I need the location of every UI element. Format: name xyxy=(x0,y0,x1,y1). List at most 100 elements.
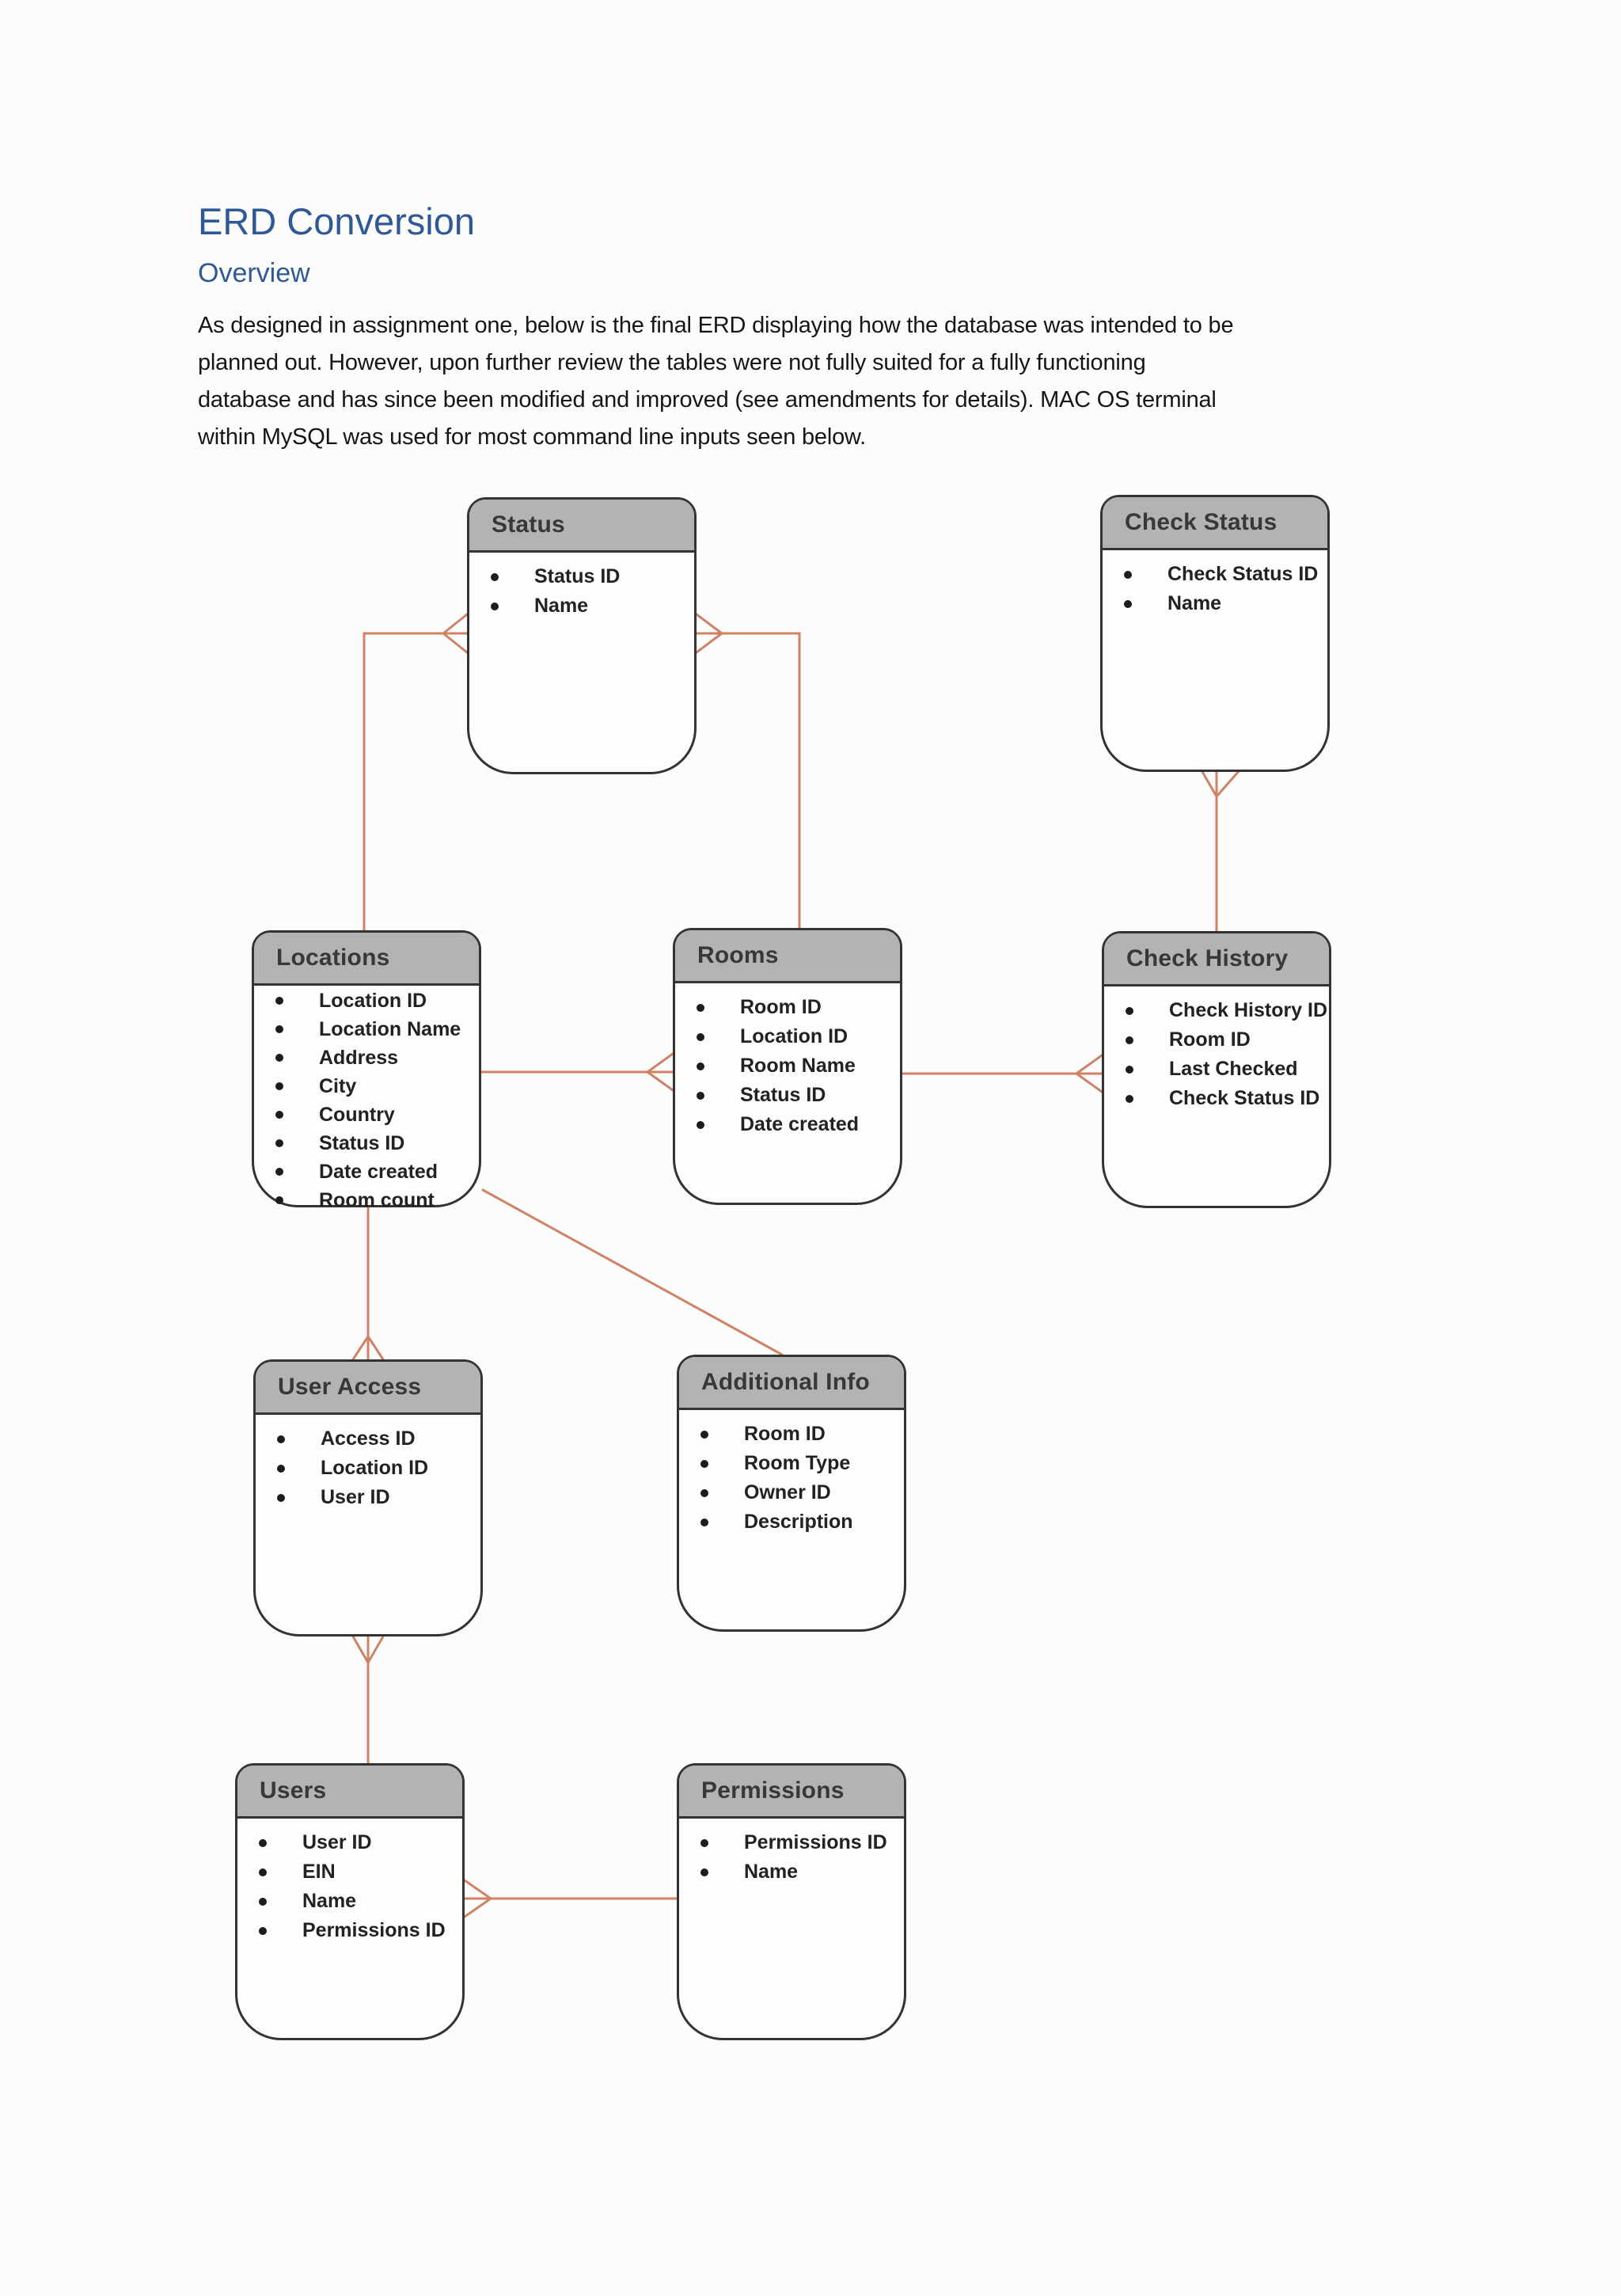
bullet-icon xyxy=(491,602,499,610)
entity-field: Check Status ID xyxy=(1124,560,1321,589)
connector-rooms-checkhistory xyxy=(901,1054,1103,1093)
bullet-icon xyxy=(700,1518,708,1526)
entity-title-check-status: Check Status xyxy=(1125,509,1277,535)
field-label: User ID xyxy=(302,1831,372,1853)
entity-field: Owner ID xyxy=(700,1478,898,1507)
crowfoot-useraccess-bottom-icon xyxy=(351,1635,385,1664)
entity-field: Room count xyxy=(275,1186,473,1215)
crowfoot-status-right-icon xyxy=(695,613,723,654)
entity-field: City xyxy=(275,1072,473,1100)
field-label: Room count xyxy=(319,1189,435,1211)
field-label: Description xyxy=(744,1511,853,1533)
entity-field: Status ID xyxy=(697,1081,894,1110)
crowfoot-rooms-left-icon xyxy=(646,1052,674,1092)
bullet-icon xyxy=(275,1025,283,1033)
entity-fields-permissions: Permissions ID Name xyxy=(679,1819,904,1887)
field-label: Name xyxy=(302,1890,357,1912)
entity-field: Status ID xyxy=(491,562,688,591)
entity-title-additional-info: Additional Info xyxy=(701,1369,870,1395)
entity-header-users: Users xyxy=(237,1766,462,1819)
field-label: Location ID xyxy=(321,1457,429,1479)
entity-field: Permissions ID xyxy=(259,1916,456,1945)
entity-field: Location ID xyxy=(277,1454,474,1483)
field-label: Address xyxy=(319,1047,399,1069)
entity-field: Room ID xyxy=(700,1420,898,1449)
entity-field: User ID xyxy=(277,1483,474,1512)
entity-field: Permissions ID xyxy=(700,1828,898,1857)
connector-status-rooms xyxy=(695,613,801,929)
bullet-icon xyxy=(259,1926,267,1935)
bullet-icon xyxy=(491,572,499,581)
paragraph-line: planned out. However, upon further revie… xyxy=(198,350,1146,375)
bullet-icon xyxy=(697,1032,704,1041)
field-label: Room Type xyxy=(744,1452,851,1474)
field-label: Access ID xyxy=(321,1427,416,1450)
entity-header-permissions: Permissions xyxy=(679,1766,904,1819)
connector-users-permissions xyxy=(463,1879,678,1918)
bullet-icon xyxy=(275,1082,283,1090)
entity-title-users: Users xyxy=(260,1777,327,1804)
field-label: Check History ID xyxy=(1169,999,1328,1021)
entity-field: Name xyxy=(491,591,688,621)
field-label: Date created xyxy=(319,1161,438,1183)
entity-field: Check History ID xyxy=(1126,996,1327,1025)
entity-header-locations: Locations xyxy=(254,933,479,986)
paragraph-line: within MySQL was used for most command l… xyxy=(198,424,867,450)
entity-header-check-status: Check Status xyxy=(1103,497,1327,550)
connector-locations-status xyxy=(363,613,469,932)
entity-fields-user-access: Access ID Location ID User ID xyxy=(256,1415,480,1512)
entity-field: Country xyxy=(275,1100,473,1129)
connector-useraccess-users xyxy=(351,1635,385,1765)
bullet-icon xyxy=(277,1493,285,1502)
bullet-icon xyxy=(697,1003,704,1012)
entity-field: Description xyxy=(700,1507,898,1537)
entity-field: Address xyxy=(275,1043,473,1072)
entity-fields-status: Status ID Name xyxy=(469,553,694,621)
entity-field: Room Name xyxy=(697,1051,894,1081)
bullet-icon xyxy=(275,1054,283,1062)
bullet-icon xyxy=(697,1091,704,1100)
entity-field: Check Status ID xyxy=(1126,1084,1323,1113)
bullet-icon xyxy=(1126,1006,1133,1015)
entity-header-rooms: Rooms xyxy=(675,930,900,983)
entity-field: Name xyxy=(259,1887,456,1916)
field-label: Permissions ID xyxy=(302,1919,446,1941)
field-label: Room Name xyxy=(740,1055,856,1077)
bullet-icon xyxy=(275,997,283,1005)
entity-header-status: Status xyxy=(469,500,694,553)
field-label: User ID xyxy=(321,1486,390,1508)
entity-field: Name xyxy=(700,1857,898,1887)
bullet-icon xyxy=(259,1897,267,1906)
entity-field: Room ID xyxy=(1126,1025,1323,1055)
field-label: Room ID xyxy=(744,1423,826,1445)
bullet-icon xyxy=(700,1868,708,1876)
bullet-icon xyxy=(277,1464,285,1473)
entity-field: Date created xyxy=(275,1158,473,1186)
crowfoot-users-right-icon xyxy=(463,1879,492,1918)
entity-field: Status ID xyxy=(275,1129,473,1158)
entity-field: Room Type xyxy=(700,1449,898,1478)
bullet-icon xyxy=(275,1168,283,1176)
entity-field: Room ID xyxy=(697,993,894,1022)
field-label: Check Status ID xyxy=(1167,563,1319,585)
field-label: Room ID xyxy=(1169,1028,1251,1051)
field-label: Name xyxy=(534,595,589,617)
connector-locations-useraccess xyxy=(351,1206,385,1361)
bullet-icon xyxy=(700,1488,708,1497)
crowfoot-checkhistory-left-icon xyxy=(1075,1054,1103,1093)
field-label: Permissions ID xyxy=(744,1831,887,1853)
entity-title-user-access: User Access xyxy=(278,1374,422,1400)
field-label: Location ID xyxy=(319,990,427,1012)
paragraph-line: As designed in assignment one, below is … xyxy=(198,313,1234,338)
field-label: Check Status ID xyxy=(1169,1087,1320,1109)
